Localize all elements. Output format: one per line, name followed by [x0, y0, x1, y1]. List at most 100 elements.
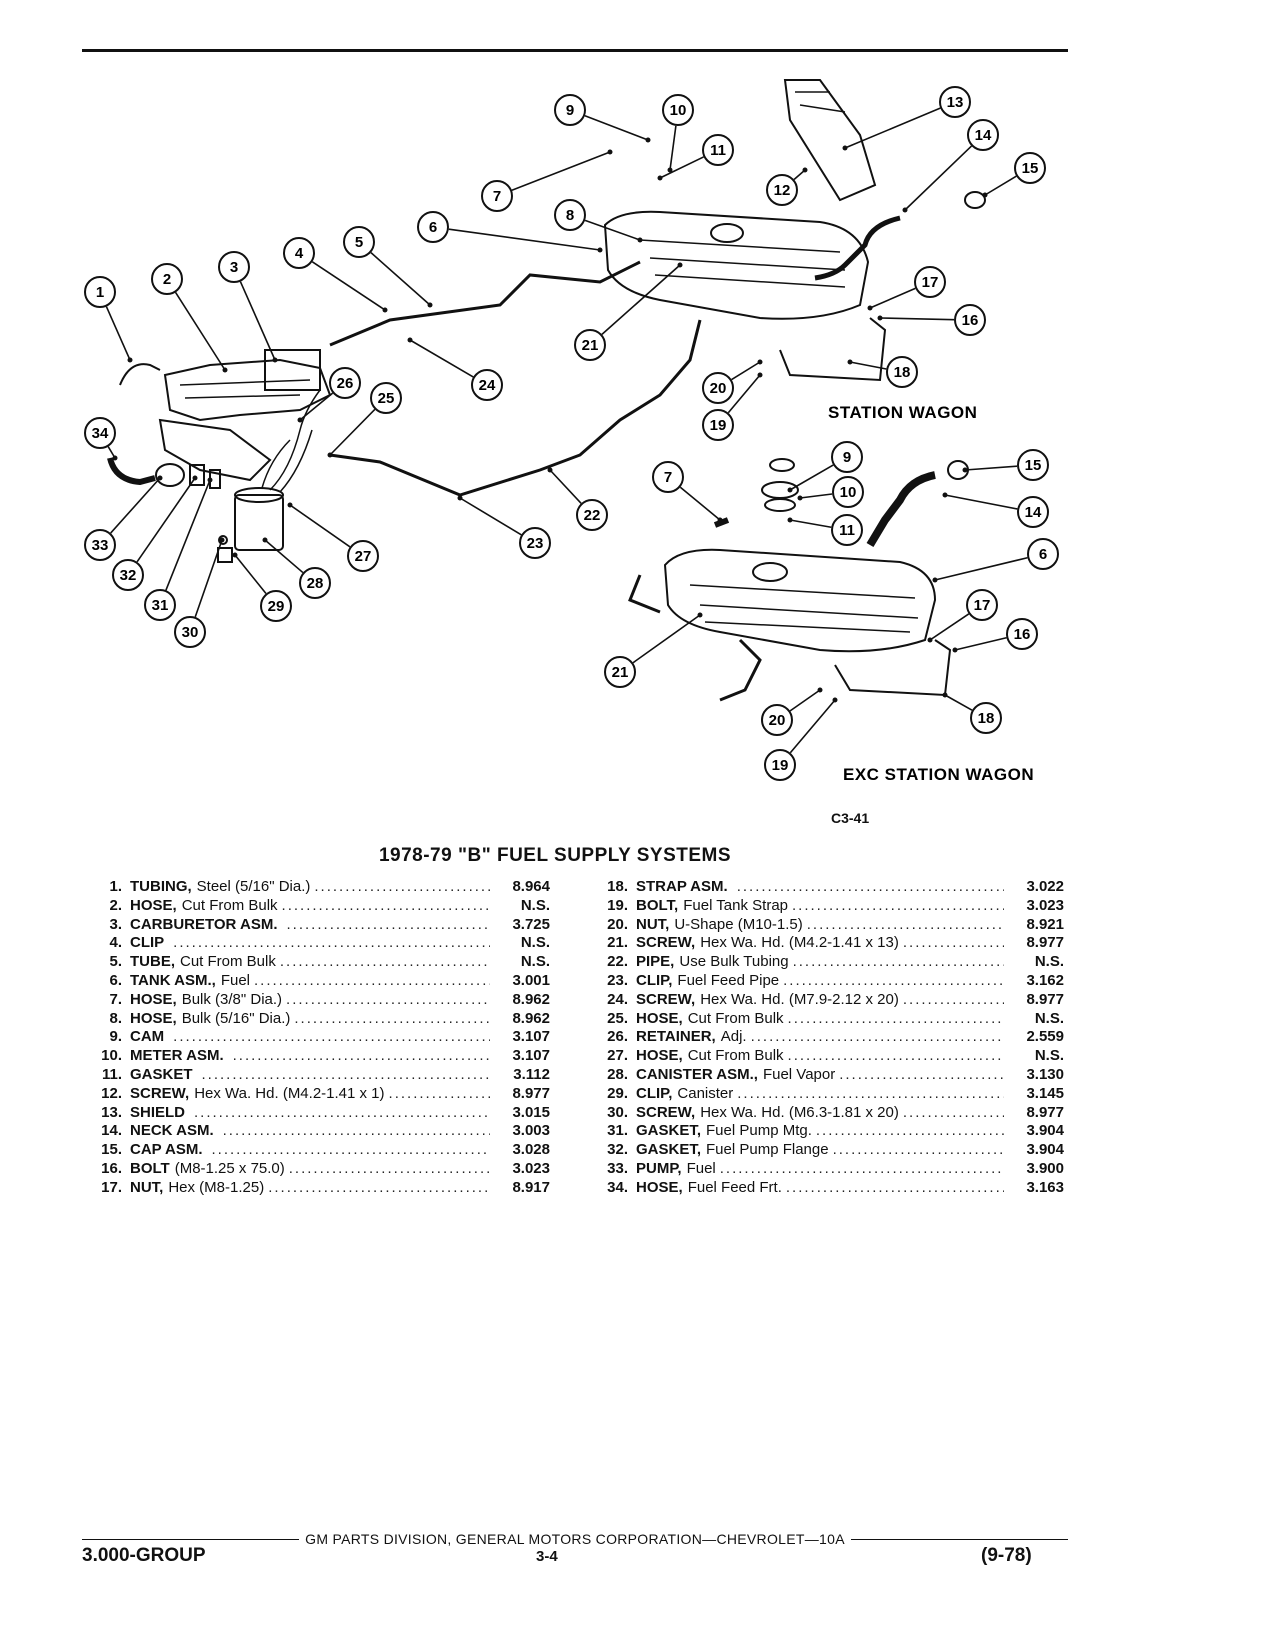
- callout-23: 23: [457, 495, 551, 559]
- leader-dots: ........................................…: [388, 1084, 490, 1102]
- group-number: 3.107: [512, 1047, 550, 1065]
- part-number: 27.: [607, 1047, 628, 1065]
- callout-number: 6: [429, 219, 437, 236]
- group-number: 8.977: [512, 1084, 550, 1102]
- callout-circle: [84, 276, 116, 308]
- leader-dots: ........................................…: [792, 896, 1004, 914]
- callout-circle: [576, 499, 608, 531]
- part-row: 34.HOSE,Fuel Feed Frt...................…: [578, 1179, 1064, 1198]
- part-number: 28.: [607, 1065, 628, 1083]
- part-number: 30.: [607, 1103, 628, 1121]
- part-detail: U-Shape (M10-1.5): [674, 915, 803, 933]
- part-row: 28.CANISTER ASM.,Fuel Vapor.............…: [578, 1066, 1064, 1085]
- part-description: SCREW,Hex Wa. Hd. (M6.3-1.81 x 20)......…: [636, 1104, 1004, 1123]
- callout-number: 15: [1022, 160, 1039, 177]
- callout-number: 5: [355, 234, 363, 251]
- callout-21: 21: [574, 262, 683, 361]
- group-number: 3.003: [512, 1122, 550, 1140]
- group-number: 3.725: [512, 915, 550, 933]
- callout-number: 19: [710, 417, 727, 434]
- part-name: CLIP,: [636, 1084, 673, 1102]
- callout-7: 7: [481, 149, 613, 212]
- leader-arrowhead: [787, 487, 793, 493]
- leader-line: [789, 699, 836, 754]
- part-description: HOSE,Bulk (5/16" Dia.)..................…: [130, 1010, 490, 1029]
- part-name: CLIP,: [636, 971, 673, 989]
- footer-rule-left: [82, 1538, 300, 1540]
- group-number: 3.145: [1026, 1084, 1064, 1102]
- callout-number: 18: [894, 364, 911, 381]
- leader-dots: ........................................…: [792, 953, 1004, 971]
- part-name: METER ASM.: [130, 1047, 224, 1065]
- leader-arrowhead: [457, 495, 463, 501]
- part-detail: Fuel Vapor: [762, 1065, 836, 1083]
- leader-dots: ........................................…: [173, 1028, 490, 1046]
- leader-arrowhead: [717, 517, 723, 523]
- callout-circle: [967, 119, 999, 151]
- part-number: 13.: [101, 1103, 122, 1121]
- callout-circle: [144, 589, 176, 621]
- callout-circle: [283, 237, 315, 269]
- callout-number: 12: [774, 182, 791, 199]
- callout-number: 30: [182, 624, 199, 641]
- callout-19: 19: [764, 697, 838, 781]
- callout-number: 32: [120, 567, 137, 584]
- part-detail: Fuel: [686, 1159, 716, 1177]
- callout-20: 20: [761, 687, 823, 736]
- leader-arrowhead: [112, 455, 118, 461]
- callout-13: 13: [842, 86, 971, 151]
- part-number: 17.: [101, 1178, 122, 1196]
- leader-line: [669, 125, 677, 171]
- part-description: HOSE,Cut From Bulk......................…: [130, 897, 490, 916]
- part-number: 29.: [607, 1084, 628, 1102]
- footer-publisher: GM PARTS DIVISION, GENERAL MOTORS CORPOR…: [305, 1531, 845, 1547]
- leader-arrowhead: [787, 517, 793, 523]
- callout-circle: [954, 304, 986, 336]
- group-number: N.S.: [1034, 1009, 1064, 1027]
- leader-dots: ........................................…: [314, 878, 490, 895]
- callout-12: 12: [766, 167, 808, 206]
- callout-number: 3: [230, 259, 238, 276]
- callout-9: 9: [787, 441, 863, 493]
- callout-33: 33: [84, 475, 163, 561]
- callout-circle: [329, 367, 361, 399]
- callout-circle: [832, 476, 864, 508]
- part-row: 5.TUBE,Cut From Bulk....................…: [72, 953, 550, 972]
- part-name: CLIP: [130, 934, 165, 952]
- leader-line: [194, 539, 223, 618]
- callout-circle: [1017, 496, 1049, 528]
- part-description: CLIP,Fuel Feed Pipe.....................…: [636, 972, 1004, 991]
- footer-publisher-line: GM PARTS DIVISION, GENERAL MOTORS CORPOR…: [82, 1531, 1068, 1547]
- callout-circle: [554, 199, 586, 231]
- callout-number: 14: [1025, 504, 1042, 521]
- part-name: STRAP ASM.: [636, 878, 728, 895]
- group-number: 8.977: [1026, 990, 1064, 1008]
- callout-number: 33: [92, 537, 109, 554]
- part-row: 16.BOLT(M8-1.25 x 75.0).................…: [72, 1160, 550, 1179]
- part-description: GASKET..................................…: [130, 1066, 490, 1085]
- leader-line: [511, 151, 611, 191]
- leader-arrowhead: [942, 692, 948, 698]
- callout-number: 13: [947, 94, 964, 111]
- callout-circle: [914, 266, 946, 298]
- part-number: 3.: [109, 915, 122, 933]
- group-number: N.S.: [1034, 1047, 1064, 1065]
- callout-16: 16: [877, 304, 986, 336]
- callout-number: 27: [355, 548, 372, 565]
- leader-line: [799, 493, 833, 499]
- part-name: GASKET: [130, 1065, 193, 1083]
- part-description: PUMP,Fuel...............................…: [636, 1160, 1004, 1179]
- footer-page-number: 3-4: [536, 1548, 558, 1565]
- leader-arrowhead: [962, 467, 968, 473]
- part-row: 27.HOSE,Cut From Bulk...................…: [578, 1047, 1064, 1066]
- part-detail: (M8-1.25 x 75.0): [174, 1159, 285, 1177]
- part-name: BOLT: [130, 1159, 170, 1177]
- callout-18: 18: [847, 356, 918, 388]
- callout-1: 1: [84, 276, 133, 363]
- part-row: 25.HOSE,Cut From Bulk...................…: [578, 1010, 1064, 1029]
- callout-circle: [1027, 538, 1059, 570]
- callout-number: 9: [566, 102, 574, 119]
- callout-circle: [519, 527, 551, 559]
- callout-circle: [370, 382, 402, 414]
- callout-number: 19: [772, 757, 789, 774]
